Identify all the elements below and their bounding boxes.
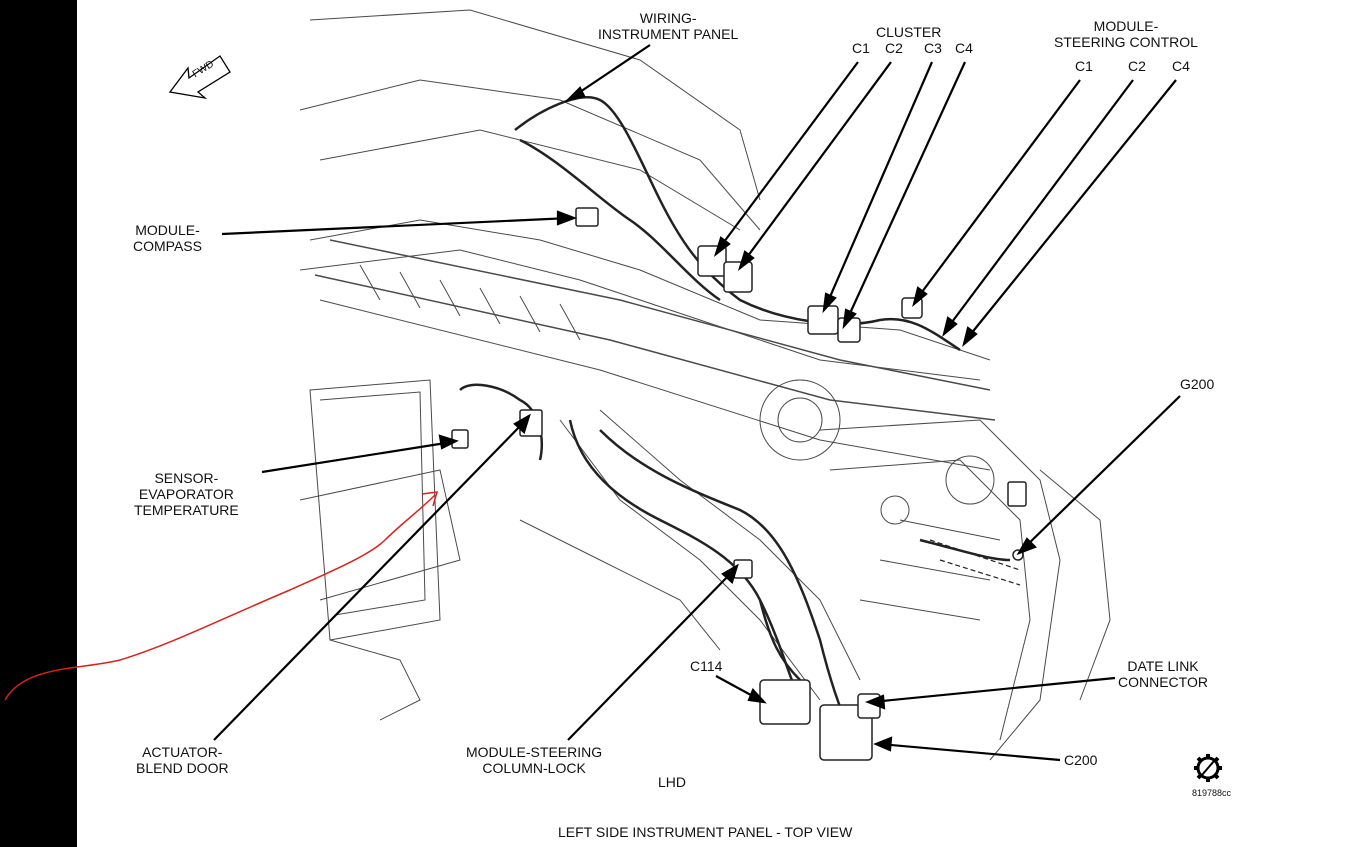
left-black-bar xyxy=(0,0,77,847)
cluster-c2-label: C2 xyxy=(885,40,903,56)
compass-connector-body xyxy=(575,207,599,227)
label-module-steering-control: MODULE- STEERING CONTROL xyxy=(1054,18,1198,50)
evap-sensor-body xyxy=(451,429,469,449)
red-annotation-arrowhead xyxy=(421,491,439,507)
cluster-connector-c1-body xyxy=(697,245,727,277)
cluster-c4-label: C4 xyxy=(955,40,973,56)
harness-dashed-run xyxy=(929,539,1021,586)
label-line: MODULE-STEERING xyxy=(466,744,603,760)
label-wiring-instrument-panel: WIRING- INSTRUMENT PANEL xyxy=(598,10,738,42)
label-module-steering-column-lock: MODULE-STEERING COLUMN-LOCK xyxy=(466,744,602,776)
label-c200: C200 xyxy=(1064,752,1098,768)
label-c114: C114 xyxy=(690,658,723,674)
label-line: ACTUATOR- xyxy=(142,744,223,760)
cluster-connector-labels: C1 C2 C3 C4 xyxy=(852,40,982,56)
label-line: MODULE- xyxy=(135,222,200,238)
label-actuator-blend-door: ACTUATOR- BLEND DOOR xyxy=(136,744,229,776)
label-g200: G200 xyxy=(1180,376,1215,392)
c200-connector-body xyxy=(819,704,873,761)
red-annotation-stroke xyxy=(4,494,436,701)
label-line: CONNECTOR xyxy=(1118,674,1208,690)
label-line: BLEND DOOR xyxy=(136,760,229,776)
cluster-c1-label: C1 xyxy=(852,40,870,56)
figure-id: 819788cc xyxy=(1192,788,1232,798)
forward-arrow-icon xyxy=(168,55,231,100)
steering-c4-label: C4 xyxy=(1172,58,1190,74)
label-line: MODULE- xyxy=(1093,18,1159,34)
steering-control-c1-body xyxy=(901,297,923,319)
cluster-c3-label: C3 xyxy=(924,40,942,56)
right-bracket-connector-body xyxy=(1007,481,1027,507)
label-data-link-connector: DATE LINK CONNECTOR xyxy=(1118,658,1208,690)
c114-connector-body xyxy=(759,679,811,725)
label-line: COMPASS xyxy=(133,238,202,254)
diagram-caption: LEFT SIDE INSTRUMENT PANEL - TOP VIEW xyxy=(558,824,853,840)
gear-icon xyxy=(1194,754,1222,782)
label-line: INSTRUMENT PANEL xyxy=(598,26,739,42)
label-line: SENSOR- xyxy=(154,470,219,486)
label-module-compass: MODULE- COMPASS xyxy=(133,222,202,254)
leader-lines xyxy=(213,44,1181,762)
label-line: EVAPORATOR xyxy=(138,486,234,502)
label-cluster: CLUSTER xyxy=(876,24,942,40)
steering-c2-label: C2 xyxy=(1128,58,1146,74)
panel-structure xyxy=(299,9,1111,761)
wiring-harness xyxy=(459,96,1011,731)
label-sensor-evaporator-temperature: SENSOR- EVAPORATOR TEMPERATURE xyxy=(134,470,239,518)
label-line: STEERING CONTROL xyxy=(1054,34,1198,50)
connector-bodies xyxy=(451,207,1027,761)
cluster-connector-c2-body xyxy=(723,261,753,293)
label-line: COLUMN-LOCK xyxy=(482,760,586,776)
label-line: DATE LINK xyxy=(1127,658,1199,674)
steering-c1-label: C1 xyxy=(1075,58,1093,74)
label-line: TEMPERATURE xyxy=(134,502,239,518)
steering-control-connector-labels: C1 C2 C4 xyxy=(1075,58,1205,74)
label-lhd: LHD xyxy=(658,774,687,790)
label-line: WIRING- xyxy=(639,10,697,26)
